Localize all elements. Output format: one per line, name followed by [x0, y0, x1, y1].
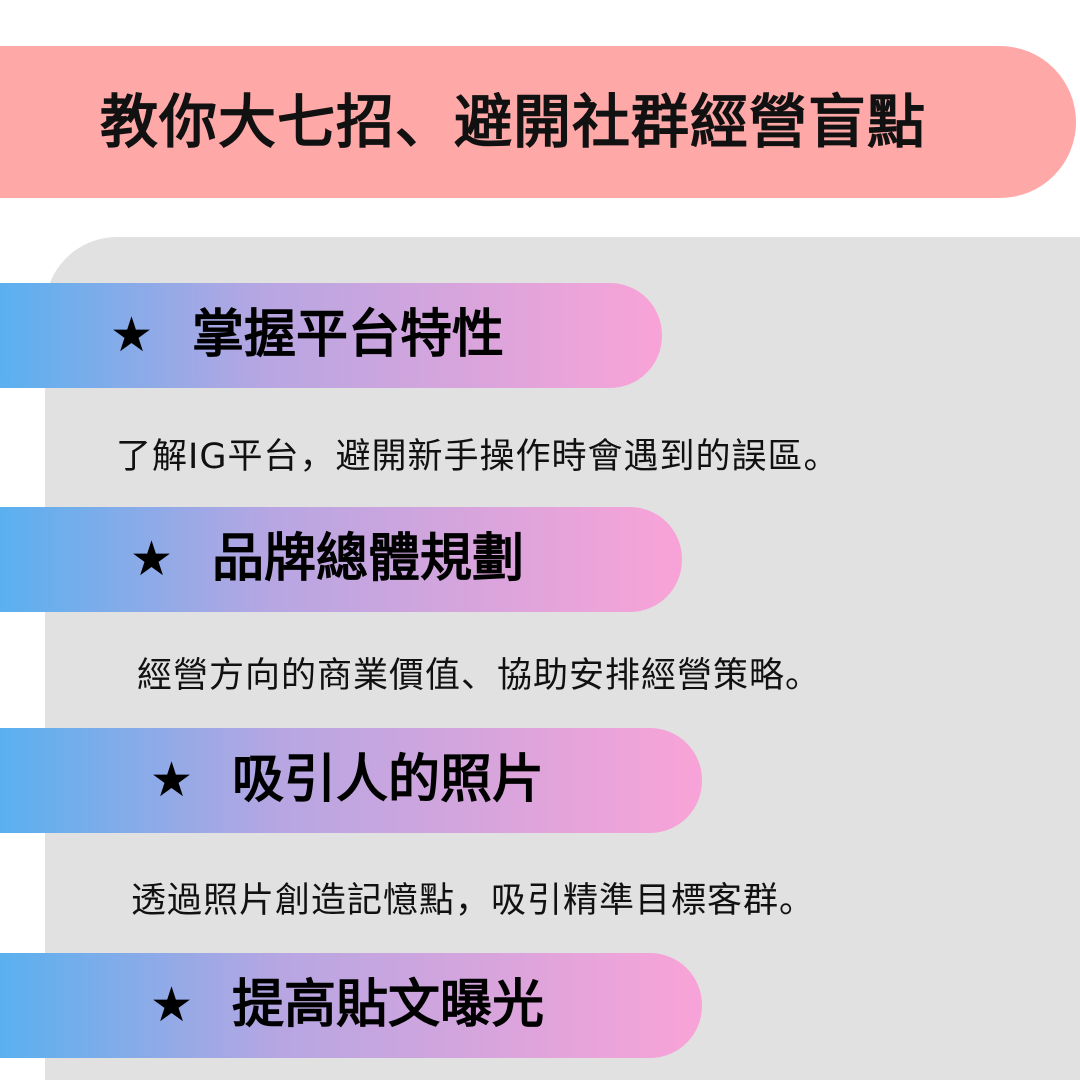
tip-heading: 掌握平台特性 — [192, 305, 505, 365]
tip-description: 了解IG平台，避開新手操作時會遇到的誤區。 — [116, 437, 840, 477]
tip-heading: 吸引人的照片 — [232, 750, 545, 810]
tip-description: 透過照片創造記憶點，吸引精準目標客群。 — [131, 881, 816, 921]
page-title: 教你大七招、避開社群經營盲點 — [100, 88, 927, 156]
title-banner: 教你大七招、避開社群經營盲點 — [0, 46, 1076, 198]
tip-heading-bar-4: ★ 提高貼文曝光 — [0, 953, 702, 1058]
star-icon: ★ — [110, 307, 154, 363]
tip-heading-bar-3: ★ 吸引人的照片 — [0, 728, 702, 833]
tip-heading-bar-2: ★ 品牌總體規劃 — [0, 507, 682, 612]
tip-heading: 提高貼文曝光 — [232, 975, 545, 1035]
star-icon: ★ — [130, 531, 174, 587]
tip-heading-bar-1: ★ 掌握平台特性 — [0, 283, 662, 388]
star-icon: ★ — [150, 752, 194, 808]
star-icon: ★ — [150, 977, 194, 1033]
tip-heading: 品牌總體規劃 — [212, 529, 525, 589]
tip-description: 經營方向的商業價值、協助安排經營策略。 — [137, 656, 822, 696]
